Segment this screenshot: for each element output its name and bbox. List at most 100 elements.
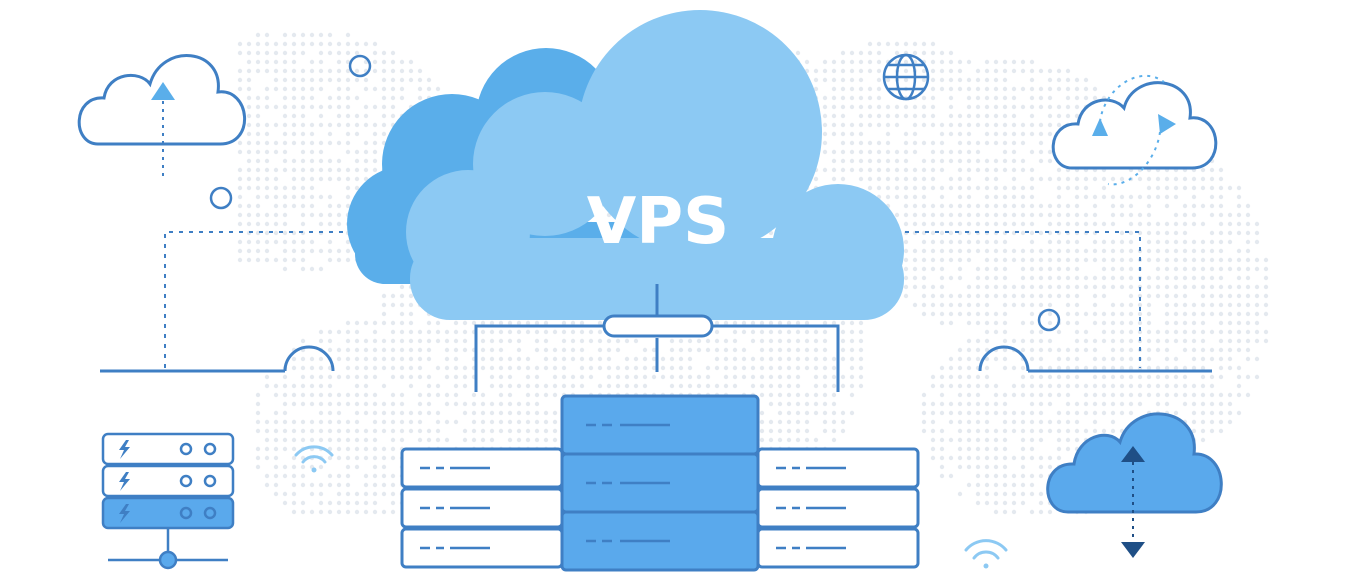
wifi-icon-small [964,539,1008,569]
map-dot [1020,410,1026,416]
map-dot [894,50,900,56]
map-dot [1101,275,1107,281]
map-dot [678,365,684,371]
map-dot [1020,437,1026,443]
map-dot [1083,329,1089,335]
map-dot [363,140,369,146]
map-dot [1011,302,1017,308]
map-dot [903,293,909,299]
map-dot [1083,338,1089,344]
map-dot [975,140,981,146]
map-dot [363,455,369,461]
map-dot [1191,203,1197,209]
map-dot [1236,230,1242,236]
map-dot [390,356,396,362]
map-dot [372,482,378,488]
map-dot [993,140,999,146]
map-dot [390,473,396,479]
map-dot [264,158,270,164]
map-dot [831,410,837,416]
map-dot [1029,104,1035,110]
map-dot [930,311,936,317]
map-dot [1020,86,1026,92]
map-dot [732,320,738,326]
map-dot [921,158,927,164]
map-dot [1074,401,1080,407]
map-dot [381,365,387,371]
map-dot [1128,239,1134,245]
map-dot [1254,293,1260,299]
map-dot [372,320,378,326]
map-dot [885,131,891,137]
map-dot [1119,338,1125,344]
map-dot [1209,392,1215,398]
map-dot [552,383,558,389]
cloud-transfer-icon [1046,412,1223,558]
map-dot [1164,365,1170,371]
map-dot [984,482,990,488]
map-dot [318,176,324,182]
map-dot [372,446,378,452]
map-dot [291,248,297,254]
map-dot [993,275,999,281]
map-dot [534,347,540,353]
decor-circles [209,54,1061,332]
map-dot [255,194,261,200]
map-dot [498,410,504,416]
map-dot [993,284,999,290]
ground-line-right [978,345,1212,373]
map-dot [381,473,387,479]
map-dot [912,221,918,227]
map-dot [282,113,288,119]
map-dot [1209,419,1215,425]
map-dot [894,122,900,128]
map-dot [723,356,729,362]
map-dot [1011,293,1017,299]
map-dot [1218,266,1224,272]
map-dot [984,302,990,308]
map-dot [435,428,441,434]
map-dot [1002,410,1008,416]
map-dot [804,392,810,398]
map-dot [1002,302,1008,308]
map-dot [1002,338,1008,344]
map-dot [948,401,954,407]
map-dot [1101,374,1107,380]
map-dot [741,329,747,335]
map-dot [318,419,324,425]
map-dot [1254,356,1260,362]
map-dot [399,374,405,380]
map-dot [372,473,378,479]
map-dot [1164,203,1170,209]
map-dot [804,365,810,371]
map-dot [1020,212,1026,218]
map-dot [300,383,306,389]
map-dot [1002,221,1008,227]
map-dot [1155,257,1161,263]
map-dot [993,509,999,515]
map-dot [957,185,963,191]
map-dot [1164,176,1170,182]
map-dot [1065,365,1071,371]
map-dot [1200,221,1206,227]
map-dot [1128,374,1134,380]
map-dot [444,329,450,335]
map-dot [1209,302,1215,308]
map-dot [1128,311,1134,317]
map-dot [795,374,801,380]
map-dot [354,77,360,83]
map-dot [1173,329,1179,335]
map-dot [849,356,855,362]
map-dot [957,140,963,146]
map-dot [291,185,297,191]
map-dot [984,131,990,137]
map-dot [1083,221,1089,227]
map-dot [354,491,360,497]
map-dot [264,68,270,74]
map-dot [948,311,954,317]
map-dot [318,77,324,83]
map-dot [777,329,783,335]
map-dot [309,59,315,65]
map-dot [462,383,468,389]
map-dot [1182,203,1188,209]
